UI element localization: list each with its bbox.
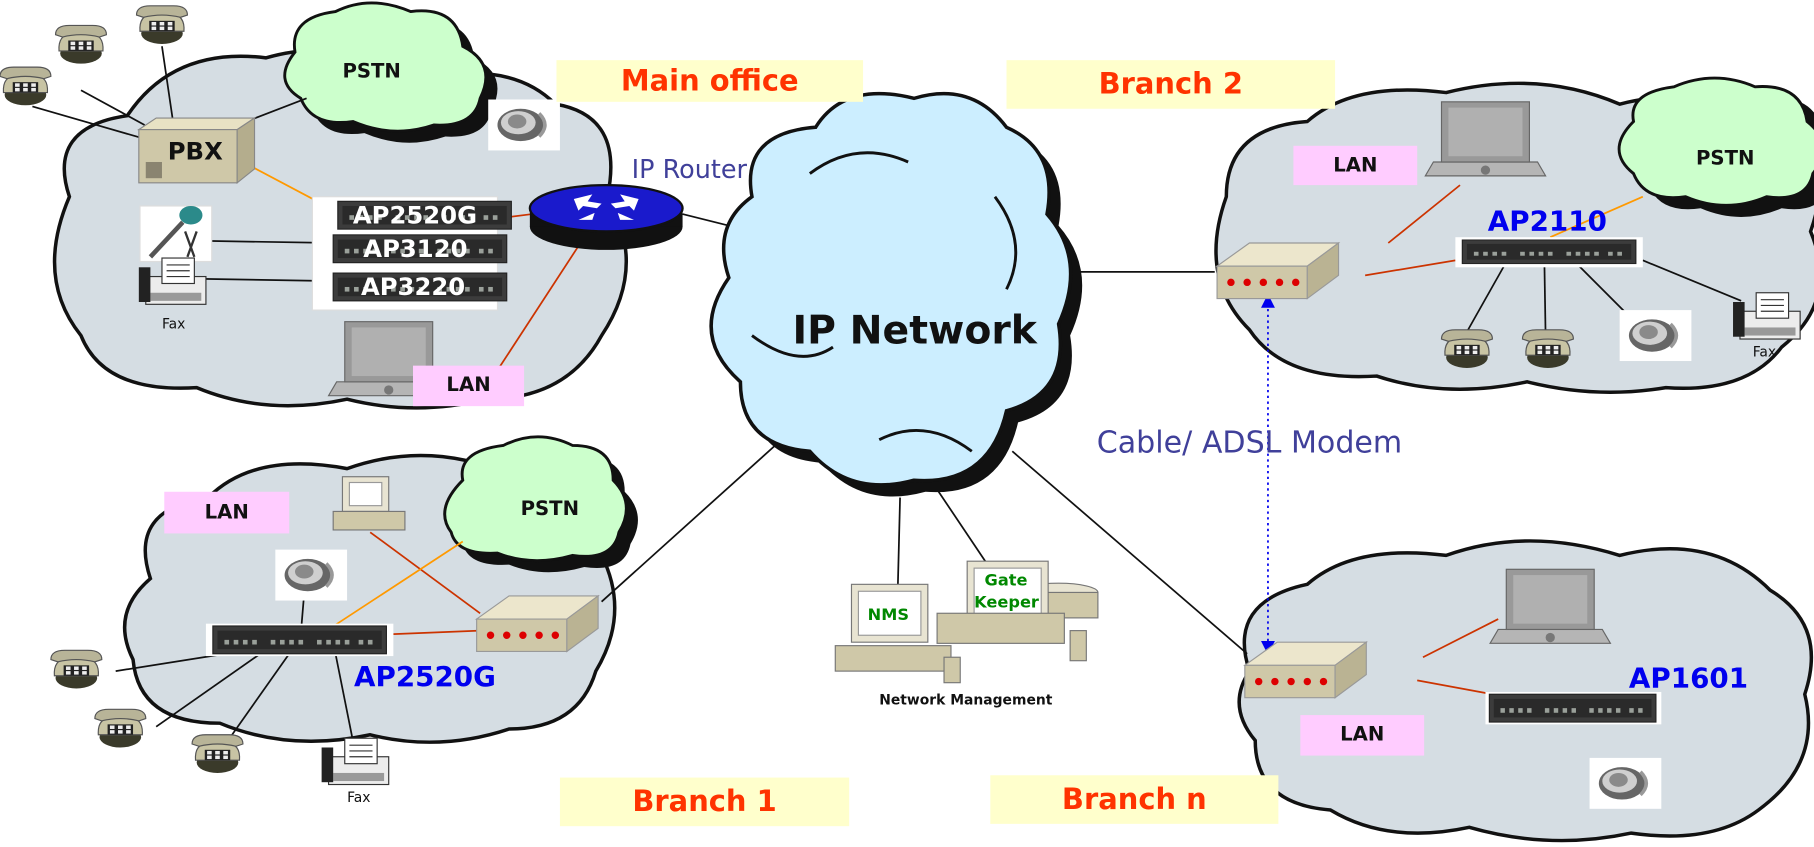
pbx-label: PBX <box>167 137 223 166</box>
branch-2-pstn-label: PSTN <box>1696 146 1755 171</box>
main-office-speaker <box>486 97 562 153</box>
modem-label: Cable/ ADSL Modem <box>1096 425 1403 461</box>
branch-1-device-label: AP2520G <box>354 660 496 694</box>
branch-1-fax-machine <box>321 737 390 786</box>
main-office-device-ap3120: AP3120 <box>363 234 468 263</box>
section-label-branch-1: Branch 1 <box>559 777 850 827</box>
ip-router-label: IP Router <box>631 156 747 186</box>
section-label-main-office: Main office <box>556 60 864 102</box>
branch-n-device-label: AP1601 <box>1628 661 1749 695</box>
branch-1-fax-label: Fax <box>347 789 371 806</box>
ip-network-cloud <box>709 91 1083 497</box>
branch-1-pstn-cloud <box>443 435 638 573</box>
router-icon <box>528 183 684 250</box>
branch-2-device-label: AP2110 <box>1487 204 1607 238</box>
main-office-pstn-cloud <box>283 1 498 143</box>
main-office-lan-label: LAN <box>413 365 525 407</box>
branch-n-gateway <box>1485 691 1662 725</box>
branch-n-laptop <box>1489 568 1611 644</box>
main-office-device-ap2520g: AP2520G <box>352 201 478 230</box>
branch-1-pstn-label: PSTN <box>520 497 580 521</box>
branch-1-speaker <box>273 547 349 603</box>
gatekeeper-computer <box>936 560 1099 662</box>
main-office-pstn-label: PSTN <box>342 60 401 84</box>
section-label-branch-n: Branch n <box>990 775 1279 824</box>
branch-2-laptop <box>1424 101 1547 177</box>
main-office-device-ap3220: AP3220 <box>360 273 466 301</box>
branch-2-speaker <box>1617 308 1694 363</box>
branch-2-pstn-cloud <box>1617 76 1814 217</box>
connection-lines <box>32 46 1742 753</box>
main-office-rack-group <box>311 196 512 311</box>
branch-2-lan-label: LAN <box>1293 145 1418 186</box>
branch-1-gateway <box>205 623 394 657</box>
ip-network-label: IP Network <box>792 307 1037 355</box>
nms-computer <box>834 583 961 684</box>
branch-n-speaker <box>1587 756 1664 811</box>
gatekeeper-label-line2: Keeper <box>974 593 1039 613</box>
pbx-unit <box>136 116 257 185</box>
nms-label: NMS <box>867 606 910 625</box>
section-label-branch-2: Branch 2 <box>1006 60 1336 109</box>
network-management-label: Network Management <box>879 691 1053 709</box>
branch-2-gateway <box>1455 237 1643 268</box>
main-office-fax-label: Fax <box>161 315 186 333</box>
branch-n-cloud <box>1237 539 1814 843</box>
branch-1-lan-label: LAN <box>164 491 290 534</box>
microphone-icon <box>139 205 213 263</box>
branch-1-desktop-terminal <box>332 476 406 531</box>
branch-n-lan-label: LAN <box>1300 715 1425 756</box>
branch-2-fax-label: Fax <box>1752 343 1777 360</box>
gatekeeper-label-line1: Gate <box>984 571 1028 591</box>
